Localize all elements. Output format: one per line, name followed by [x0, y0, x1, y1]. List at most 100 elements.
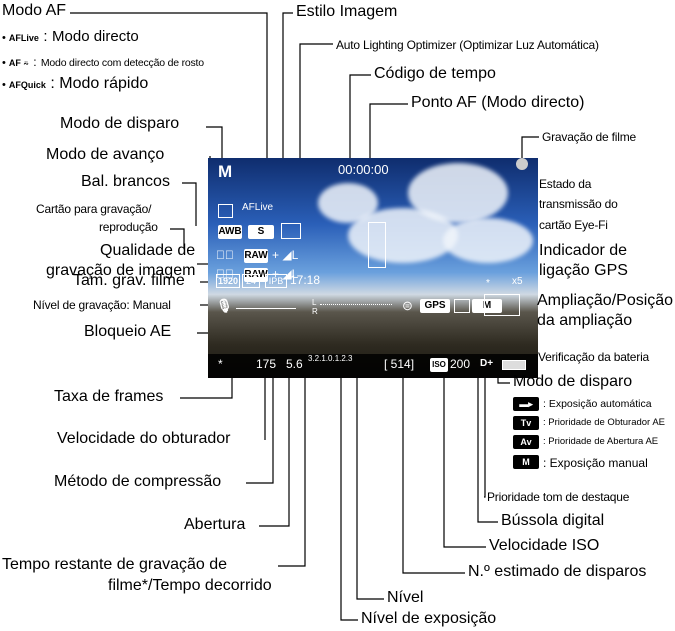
label-prioridade-tom: Prioridade tom de destaque	[487, 490, 630, 504]
label-nivel-grav: Nível de gravação: Manual	[33, 298, 171, 312]
label-gravacao-filme: Gravação de filme	[542, 130, 636, 144]
label-modo-af: Modo AF	[2, 2, 67, 19]
movie-mode-icon: M	[472, 299, 502, 313]
label-qualidade-1: Qualidade de	[100, 242, 196, 259]
label-estilo-imagem: Estilo Imagem	[296, 3, 398, 20]
picture-style-icon: S	[248, 225, 274, 239]
compression-icon: IPB	[265, 274, 287, 288]
legend-av-text: Prioridade de Abertura AE	[548, 436, 659, 447]
aperture-value: 5.6	[286, 357, 303, 371]
af-point-frame	[368, 222, 386, 268]
af-mode-item: • AFLive : Modo directo	[2, 28, 139, 45]
mic-icon: 🎙	[216, 298, 233, 313]
label-bal-brancos: Bal. brancos	[81, 173, 170, 190]
af-mode-sep: :	[33, 55, 37, 69]
legend-tv-text: Prioridade de Obturador AE	[548, 417, 665, 428]
legend-manual-text: Exposição manual	[549, 456, 648, 470]
eyefi-icon: ⊜	[402, 298, 413, 313]
label-tempo-restante-2: filme*/Tempo decorrido	[108, 577, 272, 594]
movie-rec-dot-icon	[516, 158, 528, 170]
cloud-shape	[443, 218, 533, 263]
label-modo-avanco: Modo de avanço	[46, 146, 165, 163]
label-cartao-1: Cartão para gravação/	[36, 202, 152, 216]
exposure-scale: 3.2.1.0.1.2.3	[308, 354, 353, 363]
zoom-value: x5	[512, 276, 523, 287]
af-face-mode-icon: AF ⍨	[8, 58, 29, 68]
mode-indicator: M	[218, 162, 233, 181]
label-nivel-exposicao: Nível de exposição	[361, 610, 497, 627]
movie-size-icon: 1920	[216, 274, 240, 288]
label-ponto-af: Ponto AF (Modo directo)	[411, 94, 585, 111]
label-ampliacao-2: da ampliação	[537, 312, 633, 329]
af-mode-sep: :	[50, 75, 55, 92]
legend-text: : Prioridade de Obturador AE	[543, 417, 665, 428]
label-taxa-frames: Taxa de frames	[54, 388, 164, 405]
af-mode-text: Modo directo	[52, 28, 139, 45]
legend-auto-text: Exposição automática	[548, 398, 652, 410]
af-mode-sep: :	[43, 28, 48, 45]
af-mode-item: • AFQuick : Modo rápido	[2, 75, 149, 92]
af-mode-text: Modo directo com detecção de rosto	[40, 57, 204, 69]
label-tempo-restante-1: Tempo restante de gravação de	[2, 556, 228, 573]
label-qualidade-2: gravação de imagem	[46, 262, 196, 279]
rec-level-meter	[320, 304, 392, 305]
ae-lock-icon: *	[218, 357, 223, 371]
label-bateria: Verificação da bateria	[538, 350, 650, 364]
label-gps-2: ligação GPS	[539, 262, 628, 279]
rec-level-bar	[236, 308, 296, 309]
label-bussola: Bússola digital	[501, 512, 605, 529]
af-mode-item: • AF ⍨ : Modo directo com detecção de ro…	[2, 55, 204, 69]
label-abertura: Abertura	[184, 516, 246, 533]
legend-text: : Exposição manual	[543, 456, 648, 470]
label-estado-eyefi-1: Estado da	[539, 177, 592, 191]
gps-icon: GPS	[420, 299, 450, 313]
bottom-bar	[208, 354, 538, 378]
av-mode-icon: Av	[513, 435, 539, 449]
awb-icon: AWB	[218, 225, 242, 239]
manual-mode-icon: M	[513, 455, 539, 469]
label-velocidade-obt: Velocidade do obturador	[57, 430, 231, 447]
label-metodo-comp: Método de compressão	[54, 473, 222, 490]
af-mode-text: Modo rápido	[59, 75, 149, 92]
label-cartao-2: reprodução	[99, 220, 158, 234]
legend-text: : Exposição automática	[543, 398, 652, 410]
label-codigo-tempo: Código de tempo	[374, 65, 496, 82]
battery-icon	[502, 360, 526, 370]
label-velocidade-iso: Velocidade ISO	[489, 537, 600, 554]
auto-exposure-icon: ▬▸	[513, 397, 539, 411]
zoom-star: *	[486, 278, 490, 289]
label-ampliacao-1: Ampliação/Posição	[537, 292, 674, 309]
cloud-shape	[408, 163, 508, 223]
label-tam-grav: Tam. grav. filme	[73, 272, 185, 289]
card-icon: ▸⃞	[216, 248, 234, 262]
label-modo-disparo-top: Modo de disparo	[60, 115, 180, 132]
label-alo: Auto Lighting Optimizer (Optimizar Luz A…	[336, 38, 599, 52]
quality-icon: + ◢L	[272, 248, 299, 262]
drive-mode-icon	[218, 204, 233, 218]
highlight-priority-icon: D+	[480, 358, 494, 369]
tv-mode-icon: Tv	[513, 416, 539, 430]
af-quick-mode-icon: AFQuick	[8, 80, 46, 90]
label-modo-disparo-right: Modo de disparo	[513, 373, 633, 390]
label-estado-eyefi-2: transmissão do	[539, 197, 618, 211]
zoom-position-box	[484, 294, 520, 316]
live-view-screen: M 00:00:00 AFLive AWB S RAW + ◢L RAW + ◢…	[208, 158, 538, 378]
shots-remaining: [ 514]	[384, 357, 415, 371]
label-estado-eyefi-3: cartão Eye-Fi	[539, 218, 608, 232]
label-gps-1: Indicador de	[539, 242, 628, 259]
label-nivel: Nível	[387, 589, 424, 606]
compass-icon	[454, 299, 470, 313]
iso-icon: ISO	[430, 358, 448, 372]
shutter-value: 175	[256, 357, 277, 371]
remaining-time: 17:18	[290, 273, 321, 287]
af-live-mode-icon: AFLive	[8, 33, 39, 43]
legend-text: : Prioridade de Abertura AE	[543, 436, 659, 447]
alo-icon	[281, 223, 301, 239]
timecode-display: 00:00:00	[338, 162, 389, 177]
iso-value: 200	[450, 357, 471, 371]
label-bloqueio-ae: Bloqueio AE	[84, 323, 172, 340]
af-live-icon: AFLive	[242, 202, 274, 213]
raw-icon: RAW	[244, 249, 268, 263]
